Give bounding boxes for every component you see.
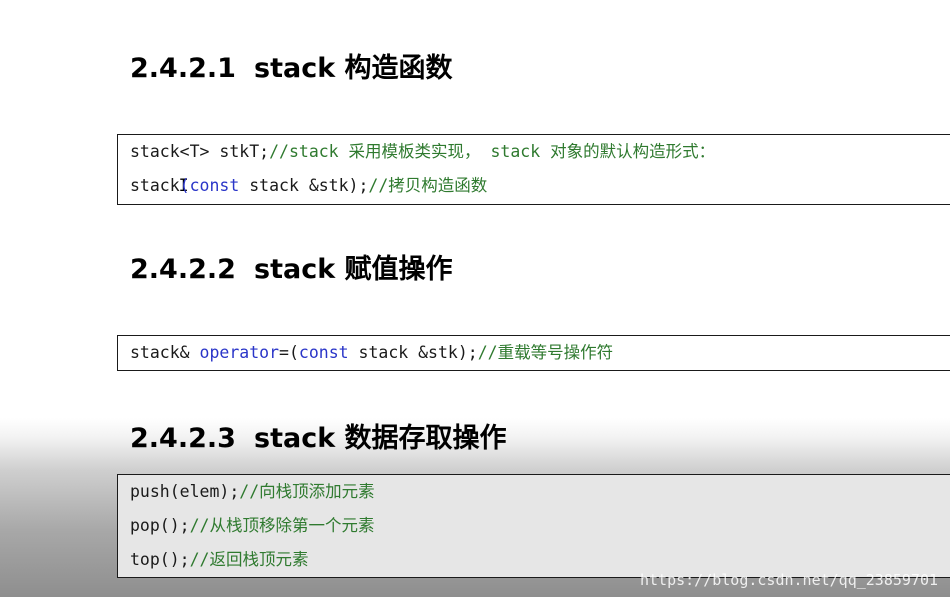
watermark: https://blog.csdn.net/qq_23859701 (639, 571, 938, 589)
code-text: top(); (130, 550, 190, 569)
code-line: stack<T> stkT;//stack 采用模板类实现， stack 对象的… (130, 135, 950, 169)
section-heading-constructor: 2.4.2.1 stack 构造函数 (130, 52, 453, 86)
code-line: top();//返回栈顶元素 (130, 543, 950, 577)
section-title: stack 数据存取操作 (254, 423, 507, 454)
code-block-constructor: stack<T> stkT;//stack 采用模板类实现， stack 对象的… (117, 134, 950, 205)
code-block-assignment: stack& operator=(const stack &stk);//重载等… (117, 335, 950, 371)
code-text: stack& (130, 343, 200, 362)
code-paren: ( (179, 176, 190, 195)
code-text: pop(); (130, 516, 190, 535)
code-line: stack& operator=(const stack &stk);//重载等… (130, 336, 950, 370)
section-number: 2.4.2.2 (130, 254, 236, 285)
code-comment: //从栈顶移除第一个元素 (189, 516, 375, 535)
code-keyword: const (298, 343, 349, 362)
code-text: push(elem); (130, 482, 240, 501)
code-text: stack &stk); (348, 343, 478, 362)
code-line: push(elem);//向栈顶添加元素 (130, 475, 950, 509)
code-comment: //stack 采用模板类实现， stack 对象的默认构造形式： (269, 142, 716, 161)
section-title: stack 构造函数 (254, 53, 453, 84)
code-text: =( (279, 343, 299, 362)
code-text: stack (130, 176, 180, 195)
section-number: 2.4.2.1 (130, 53, 236, 84)
code-line: pop();//从栈顶移除第一个元素 (130, 509, 950, 543)
code-comment: //拷贝构造函数 (368, 176, 488, 195)
code-keyword: const (189, 176, 240, 195)
section-heading-assignment: 2.4.2.2 stack 赋值操作 (130, 253, 453, 287)
code-keyword: operator (199, 343, 280, 362)
code-block-access: push(elem);//向栈顶添加元素 pop();//从栈顶移除第一个元素 … (117, 474, 950, 578)
code-comment: //向栈顶添加元素 (239, 482, 375, 501)
code-comment: //返回栈顶元素 (189, 550, 309, 569)
code-comment: //重载等号操作符 (477, 343, 614, 362)
section-title: stack 赋值操作 (254, 254, 453, 285)
code-line: stackI(const stack &stk);//拷贝构造函数 (130, 176, 488, 195)
code-text: stack &stk); (239, 176, 369, 195)
code-text: stack<T> stkT; (130, 142, 270, 161)
section-heading-access: 2.4.2.3 stack 数据存取操作 (130, 422, 507, 456)
section-number: 2.4.2.3 (130, 423, 236, 454)
